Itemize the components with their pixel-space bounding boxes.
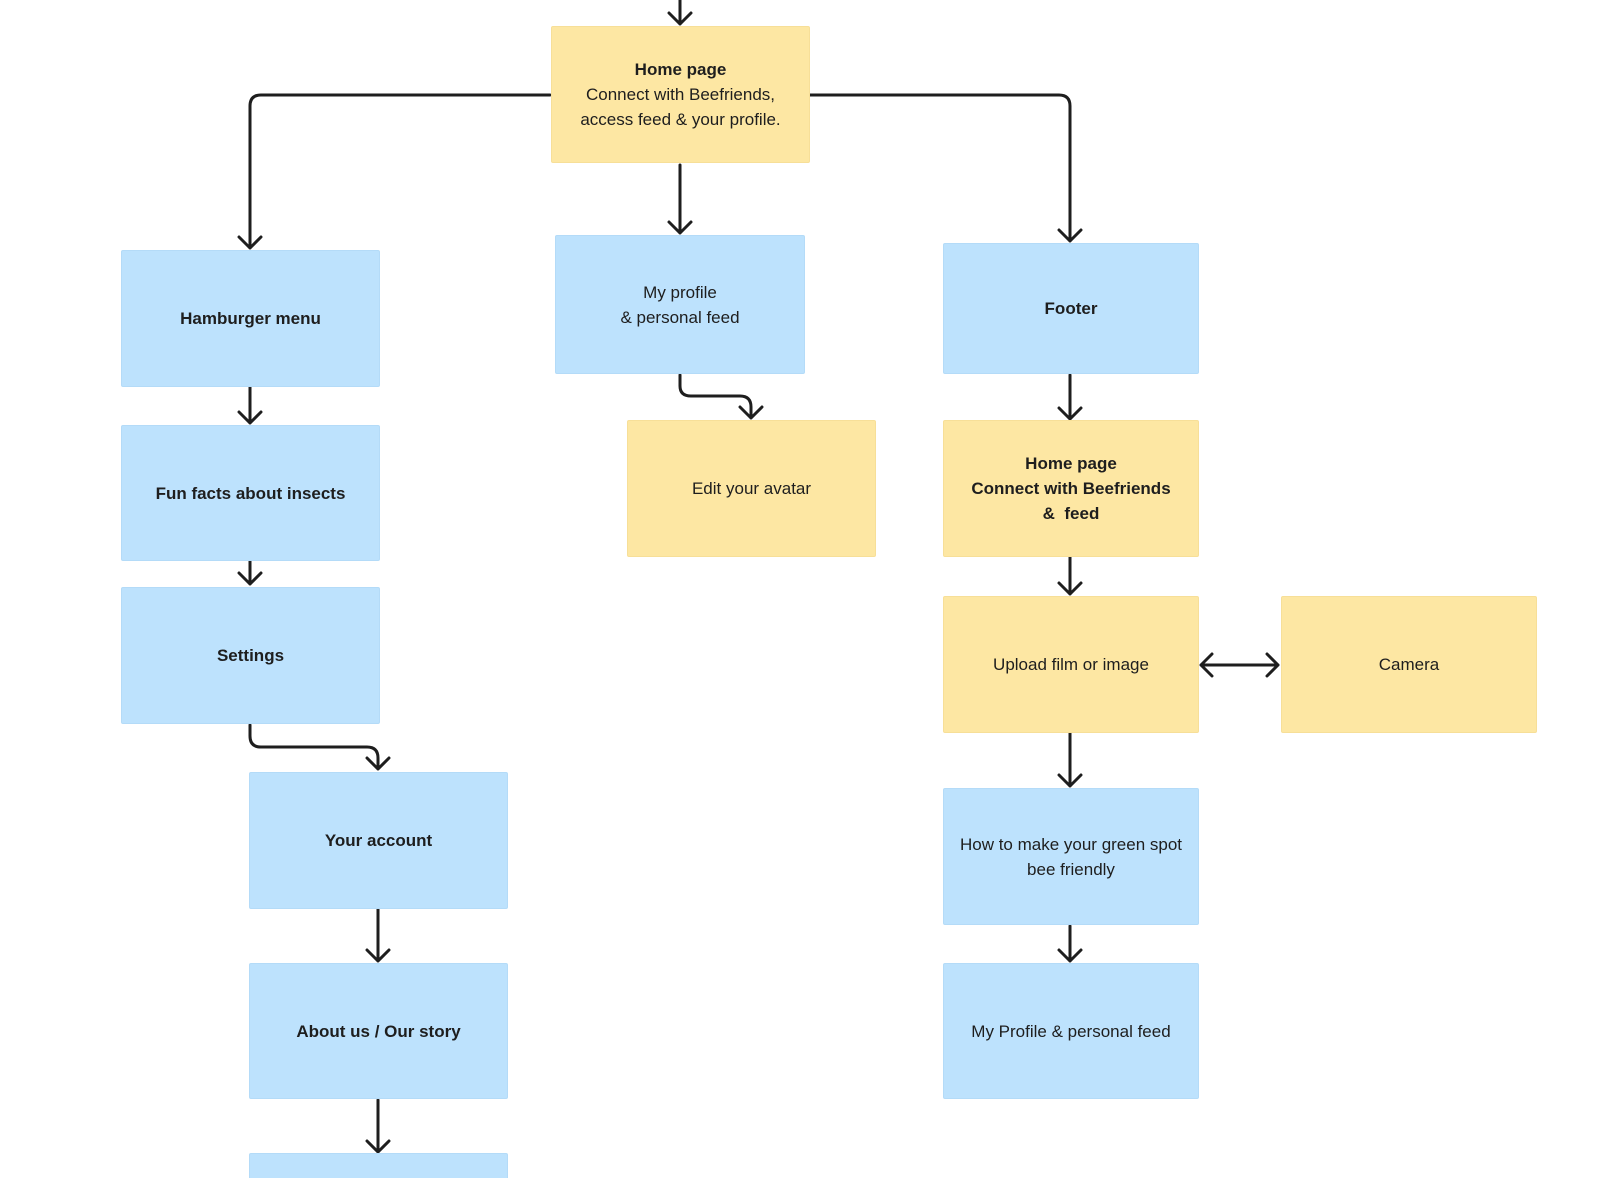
node-my-profile[interactable]: My profile & personal feed: [555, 235, 805, 374]
node-text-line: access feed & your profile.: [580, 110, 781, 129]
arrow-home-to-my-profile: [667, 163, 693, 235]
node-text-line: About us / Our story: [296, 1021, 461, 1041]
node-text-line: Camera: [1378, 655, 1440, 674]
node-text-line: Hamburger menu: [180, 309, 321, 328]
node-footer[interactable]: Footer: [943, 243, 1199, 374]
arrow-green-spot-to-profile-feed: [1057, 924, 1083, 963]
node-text-line: Connect with Beefriends: [971, 479, 1171, 498]
arrow-upload-camera-bidirectional: [1199, 652, 1280, 678]
node-text-line: My profile: [643, 282, 717, 302]
arrow-upload-to-green-spot: [1057, 731, 1083, 788]
node-settings[interactable]: Settings: [121, 587, 380, 724]
node-edit-avatar[interactable]: Edit your avatar: [627, 420, 876, 557]
node-text-line: Connect with Beefriends,: [586, 85, 775, 104]
node-text-line: Fun facts about insects: [155, 483, 346, 503]
node-about-us[interactable]: About us / Our story: [249, 963, 508, 1099]
node-my-profile-feed[interactable]: My Profile & personal feed: [943, 963, 1199, 1099]
arrow-settings-to-account: [248, 723, 391, 771]
node-hamburger-menu[interactable]: Hamburger menu: [121, 250, 380, 387]
arrow-account-to-about: [365, 907, 391, 963]
node-text-line: Upload film or image: [993, 655, 1149, 674]
arrow-fun-facts-to-settings: [237, 559, 263, 586]
arrow-into-home-page: [667, 0, 693, 26]
arrow-about-to-next: [365, 1098, 391, 1154]
arrow-home-to-hamburger: [237, 93, 552, 250]
node-text-line: My Profile & personal feed: [971, 1021, 1171, 1041]
node-fun-facts[interactable]: Fun facts about insects: [121, 425, 380, 561]
arrow-home-feed-to-upload: [1057, 555, 1083, 596]
node-text-line: Footer: [1044, 299, 1098, 318]
node-text-line: & personal feed: [620, 307, 740, 327]
node-upload[interactable]: Upload film or image: [943, 596, 1199, 733]
node-camera[interactable]: Camera: [1281, 596, 1537, 733]
arrow-footer-to-home-feed: [1057, 373, 1083, 421]
node-text-line: Your account: [324, 831, 433, 850]
node-text-line: bee friendly: [1027, 859, 1115, 879]
node-green-spot[interactable]: How to make your green spot bee friendly: [943, 788, 1199, 925]
arrow-home-to-footer: [808, 93, 1083, 243]
node-text-line: Settings: [216, 646, 285, 665]
node-your-account[interactable]: Your account: [249, 772, 508, 909]
node-text-line: Edit your avatar: [691, 479, 812, 498]
arrow-profile-to-avatar: [678, 373, 764, 420]
node-text-line: How to make your green spot: [959, 834, 1183, 854]
node-text-line: Home page: [1025, 454, 1117, 473]
node-text-line: & feed: [1042, 504, 1100, 523]
node-text-line: Home page: [634, 60, 727, 79]
arrow-hamburger-to-fun-facts: [237, 385, 263, 425]
node-next-cutoff[interactable]: [249, 1153, 508, 1178]
